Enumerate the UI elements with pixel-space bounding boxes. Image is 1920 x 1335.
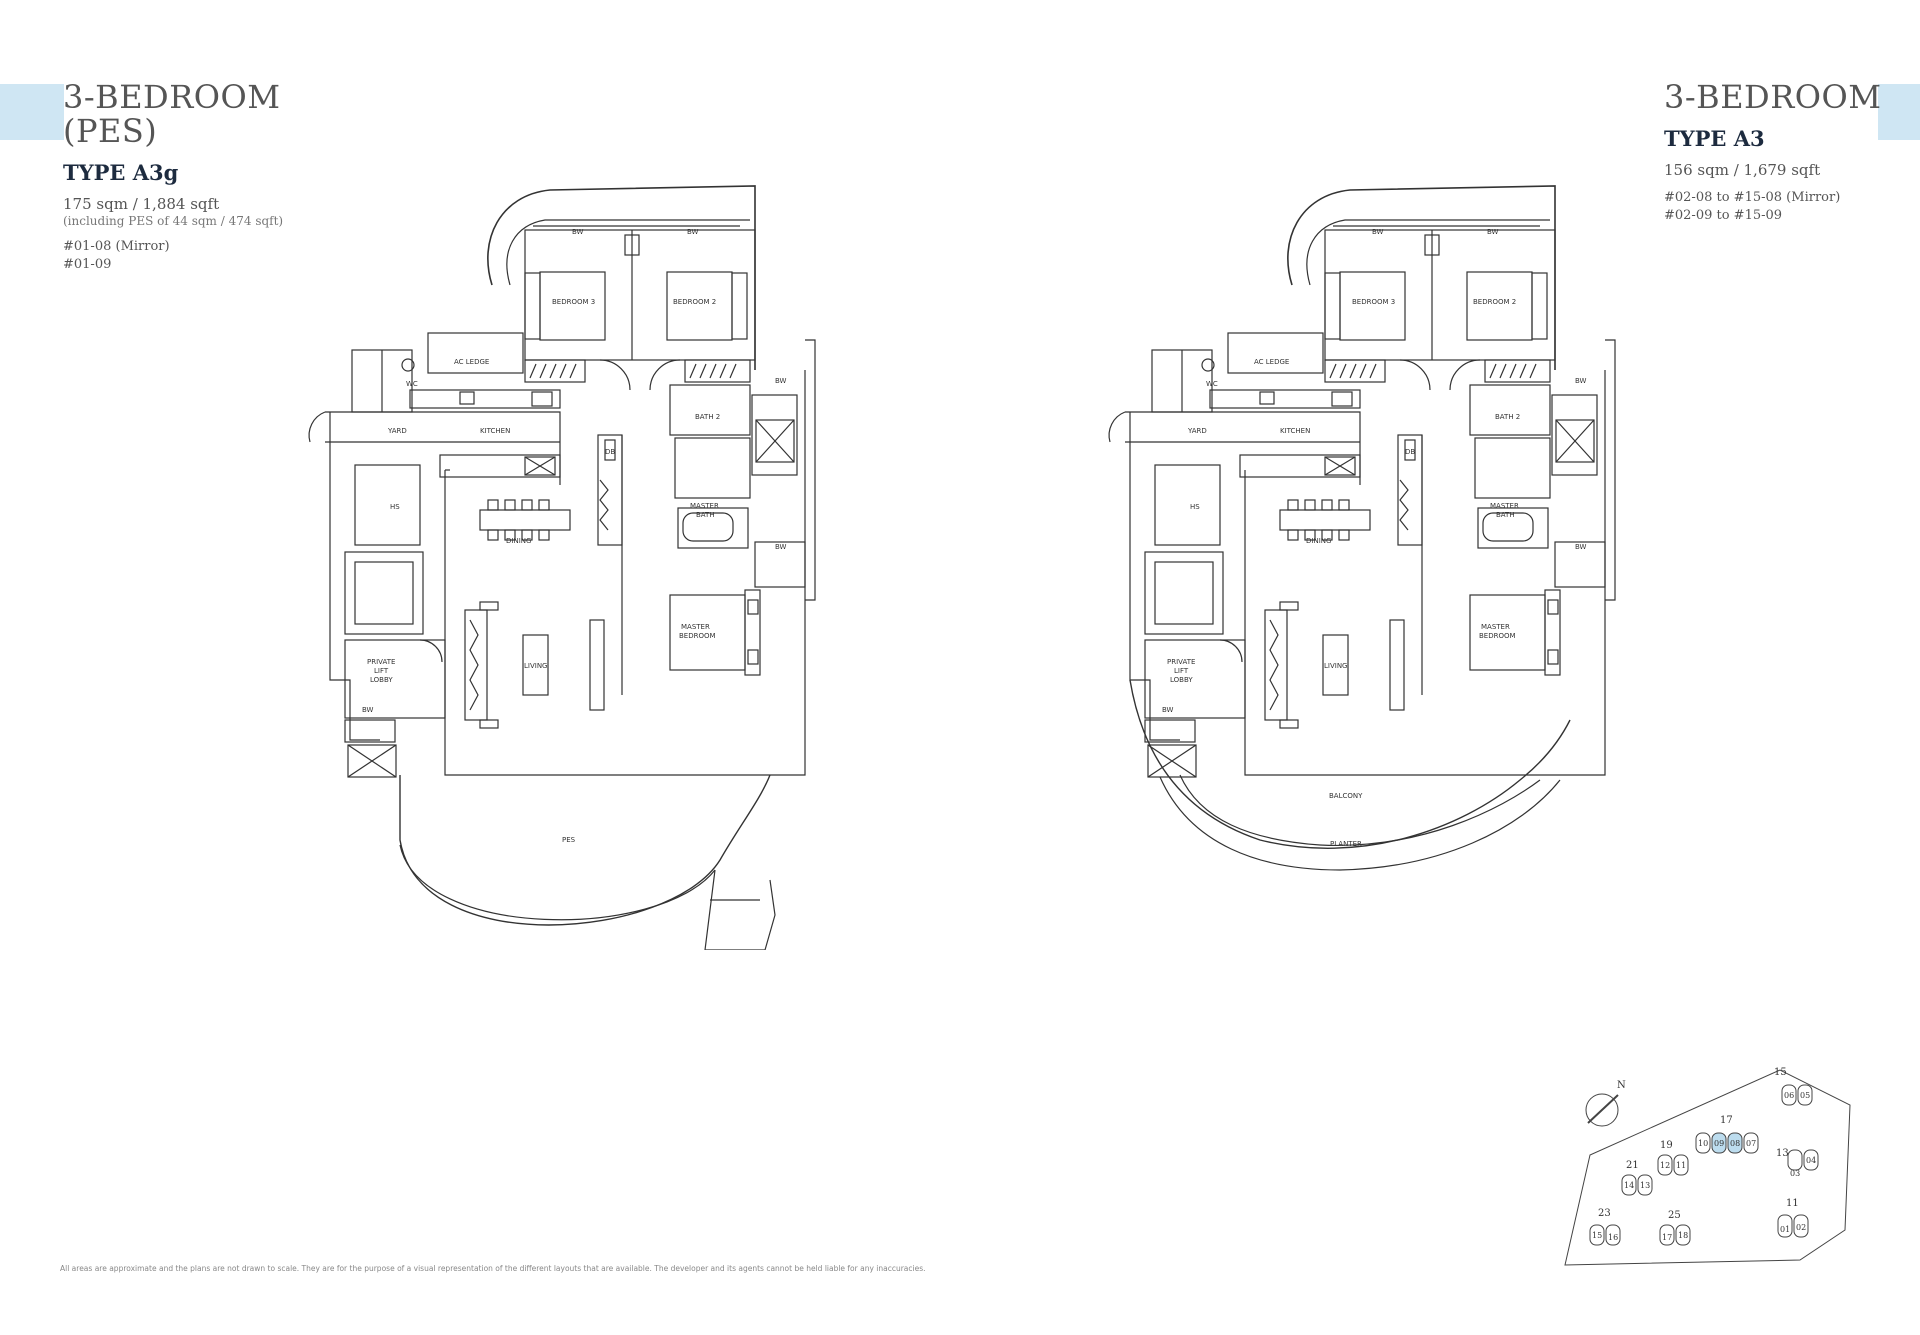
room-label: BW xyxy=(1575,543,1587,551)
key-plan-unit-number: 18 xyxy=(1678,1231,1689,1240)
room-label: KITCHEN xyxy=(480,427,511,435)
room-label: DINING xyxy=(1306,537,1332,545)
room-label: HS xyxy=(1190,503,1200,511)
room-label: HS xyxy=(390,503,400,511)
key-plan-unit-number: 12 xyxy=(1660,1161,1671,1170)
key-plan-block-number: 17 xyxy=(1720,1115,1733,1126)
key-plan-block-number: 21 xyxy=(1626,1160,1639,1171)
left-accent-tab xyxy=(0,84,64,140)
room-label: WC xyxy=(1206,380,1218,388)
right-accent-tab xyxy=(1878,84,1920,140)
room-label: BATH xyxy=(1496,511,1515,519)
key-plan: N 15 06 05 17 10 09 08 07 13 04 03 19 12… xyxy=(1560,1065,1860,1275)
room-label: BEDROOM xyxy=(679,632,716,640)
room-label: AC LEDGE xyxy=(1254,358,1290,366)
room-label: BEDROOM xyxy=(1479,632,1516,640)
room-label: MASTER xyxy=(1490,502,1519,510)
room-label: BATH 2 xyxy=(695,413,721,421)
left-unit-number: #01-08 (Mirror) xyxy=(63,239,170,254)
disclaimer: All areas are approximate and the plans … xyxy=(60,1264,926,1273)
key-plan-unit-number: 02 xyxy=(1796,1223,1807,1232)
key-plan-unit-number: 14 xyxy=(1624,1181,1635,1190)
key-plan-unit-number: 09 xyxy=(1714,1139,1725,1148)
room-label: BW xyxy=(1372,228,1384,236)
room-label: YARD xyxy=(1188,427,1207,435)
room-label: LOBBY xyxy=(370,676,393,684)
left-unit-type: TYPE A3g xyxy=(63,160,179,185)
room-label: KITCHEN xyxy=(1280,427,1311,435)
room-label: BEDROOM 2 xyxy=(1473,298,1517,306)
room-label: MASTER xyxy=(681,623,710,631)
room-label: WC xyxy=(406,380,418,388)
room-label: AC LEDGE xyxy=(454,358,490,366)
room-label: LIFT xyxy=(1174,667,1189,675)
room-label: BATH xyxy=(696,511,715,519)
key-plan-unit-number: 13 xyxy=(1640,1181,1651,1190)
left-area: 175 sqm / 1,884 sqft xyxy=(63,195,220,213)
right-title-line1: 3-BEDROOM xyxy=(1664,78,1882,116)
room-label: LIVING xyxy=(1324,662,1348,670)
left-title-line2: (PES) xyxy=(63,112,158,150)
left-header: 3-BEDROOM (PES) TYPE A3g 175 sqm / 1,884… xyxy=(63,80,283,274)
room-label: PLANTER xyxy=(1330,840,1362,848)
key-plan-block-number: 25 xyxy=(1668,1210,1681,1221)
room-label: DB xyxy=(1405,448,1416,456)
room-label: PRIVATE xyxy=(1167,658,1196,666)
room-label: BW xyxy=(1162,706,1174,714)
key-plan-unit-number: 04 xyxy=(1806,1156,1817,1165)
key-plan-block-number: 19 xyxy=(1660,1140,1673,1151)
room-label: BW xyxy=(775,377,787,385)
plan-a3-labels: BW BW BEDROOM 3 BEDROOM 2 AC LEDGE WC YA… xyxy=(1100,180,1620,880)
room-label: BALCONY xyxy=(1329,792,1363,800)
room-label: BEDROOM 3 xyxy=(1352,298,1396,306)
room-label: BEDROOM 3 xyxy=(552,298,596,306)
room-label: LOBBY xyxy=(1170,676,1193,684)
compass-icon xyxy=(1585,1093,1619,1127)
key-plan-unit-number: 08 xyxy=(1730,1139,1741,1148)
right-unit-type: TYPE A3 xyxy=(1664,126,1765,151)
key-plan-unit-number: 03 xyxy=(1790,1169,1801,1178)
floor-plan-a3 xyxy=(1108,185,1616,871)
room-label: BEDROOM 2 xyxy=(673,298,717,306)
room-label: BW xyxy=(1487,228,1499,236)
key-plan-block-number: 11 xyxy=(1786,1198,1799,1209)
right-area: 156 sqm / 1,679 sqft xyxy=(1664,161,1821,179)
room-label: MASTER xyxy=(1481,623,1510,631)
key-plan-unit-number: 07 xyxy=(1746,1139,1757,1148)
key-plan-unit-number: 01 xyxy=(1780,1225,1791,1234)
left-title-line1: 3-BEDROOM xyxy=(63,78,281,116)
room-label: BW xyxy=(362,706,374,714)
room-label: BATH 2 xyxy=(1495,413,1521,421)
key-plan-unit-number: 15 xyxy=(1592,1231,1603,1240)
key-plan-unit-number: 10 xyxy=(1698,1139,1709,1148)
room-label: DB xyxy=(605,448,616,456)
left-unit-number: #01-09 xyxy=(63,257,112,272)
key-plan-unit-number: 06 xyxy=(1784,1091,1795,1100)
room-label: DINING xyxy=(506,537,532,545)
room-label: BW xyxy=(775,543,787,551)
key-plan-unit-number: 17 xyxy=(1662,1233,1673,1242)
key-plan-block-number: 23 xyxy=(1598,1208,1611,1219)
room-label: PRIVATE xyxy=(367,658,396,666)
right-unit-number: #02-08 to #15-08 (Mirror) xyxy=(1664,190,1841,205)
room-label: LIFT xyxy=(374,667,389,675)
room-label: BW xyxy=(687,228,699,236)
key-plan-unit-number: 16 xyxy=(1608,1233,1619,1242)
room-label: BW xyxy=(572,228,584,236)
key-plan-unit-number: 05 xyxy=(1800,1091,1811,1100)
room-label: BW xyxy=(1575,377,1587,385)
plan-a3g-labels: BW BW BEDROOM 3 BEDROOM 2 AC LEDGE WC YA… xyxy=(300,180,820,950)
compass-north-label: N xyxy=(1617,1080,1626,1091)
key-plan-block-number: 15 xyxy=(1774,1067,1787,1078)
right-unit-number: #02-09 to #15-09 xyxy=(1664,208,1783,223)
room-label: MASTER xyxy=(690,502,719,510)
floor-plan-a3g xyxy=(308,185,816,950)
right-header: 3-BEDROOM TYPE A3 156 sqm / 1,679 sqft #… xyxy=(1664,80,1882,225)
room-label: PES xyxy=(562,836,576,844)
room-label: LIVING xyxy=(524,662,548,670)
left-area-note: (including PES of 44 sqm / 474 sqft) xyxy=(63,214,284,228)
key-plan-block-number: 13 xyxy=(1776,1148,1789,1159)
key-plan-unit-number: 11 xyxy=(1676,1161,1687,1170)
room-label: YARD xyxy=(388,427,407,435)
